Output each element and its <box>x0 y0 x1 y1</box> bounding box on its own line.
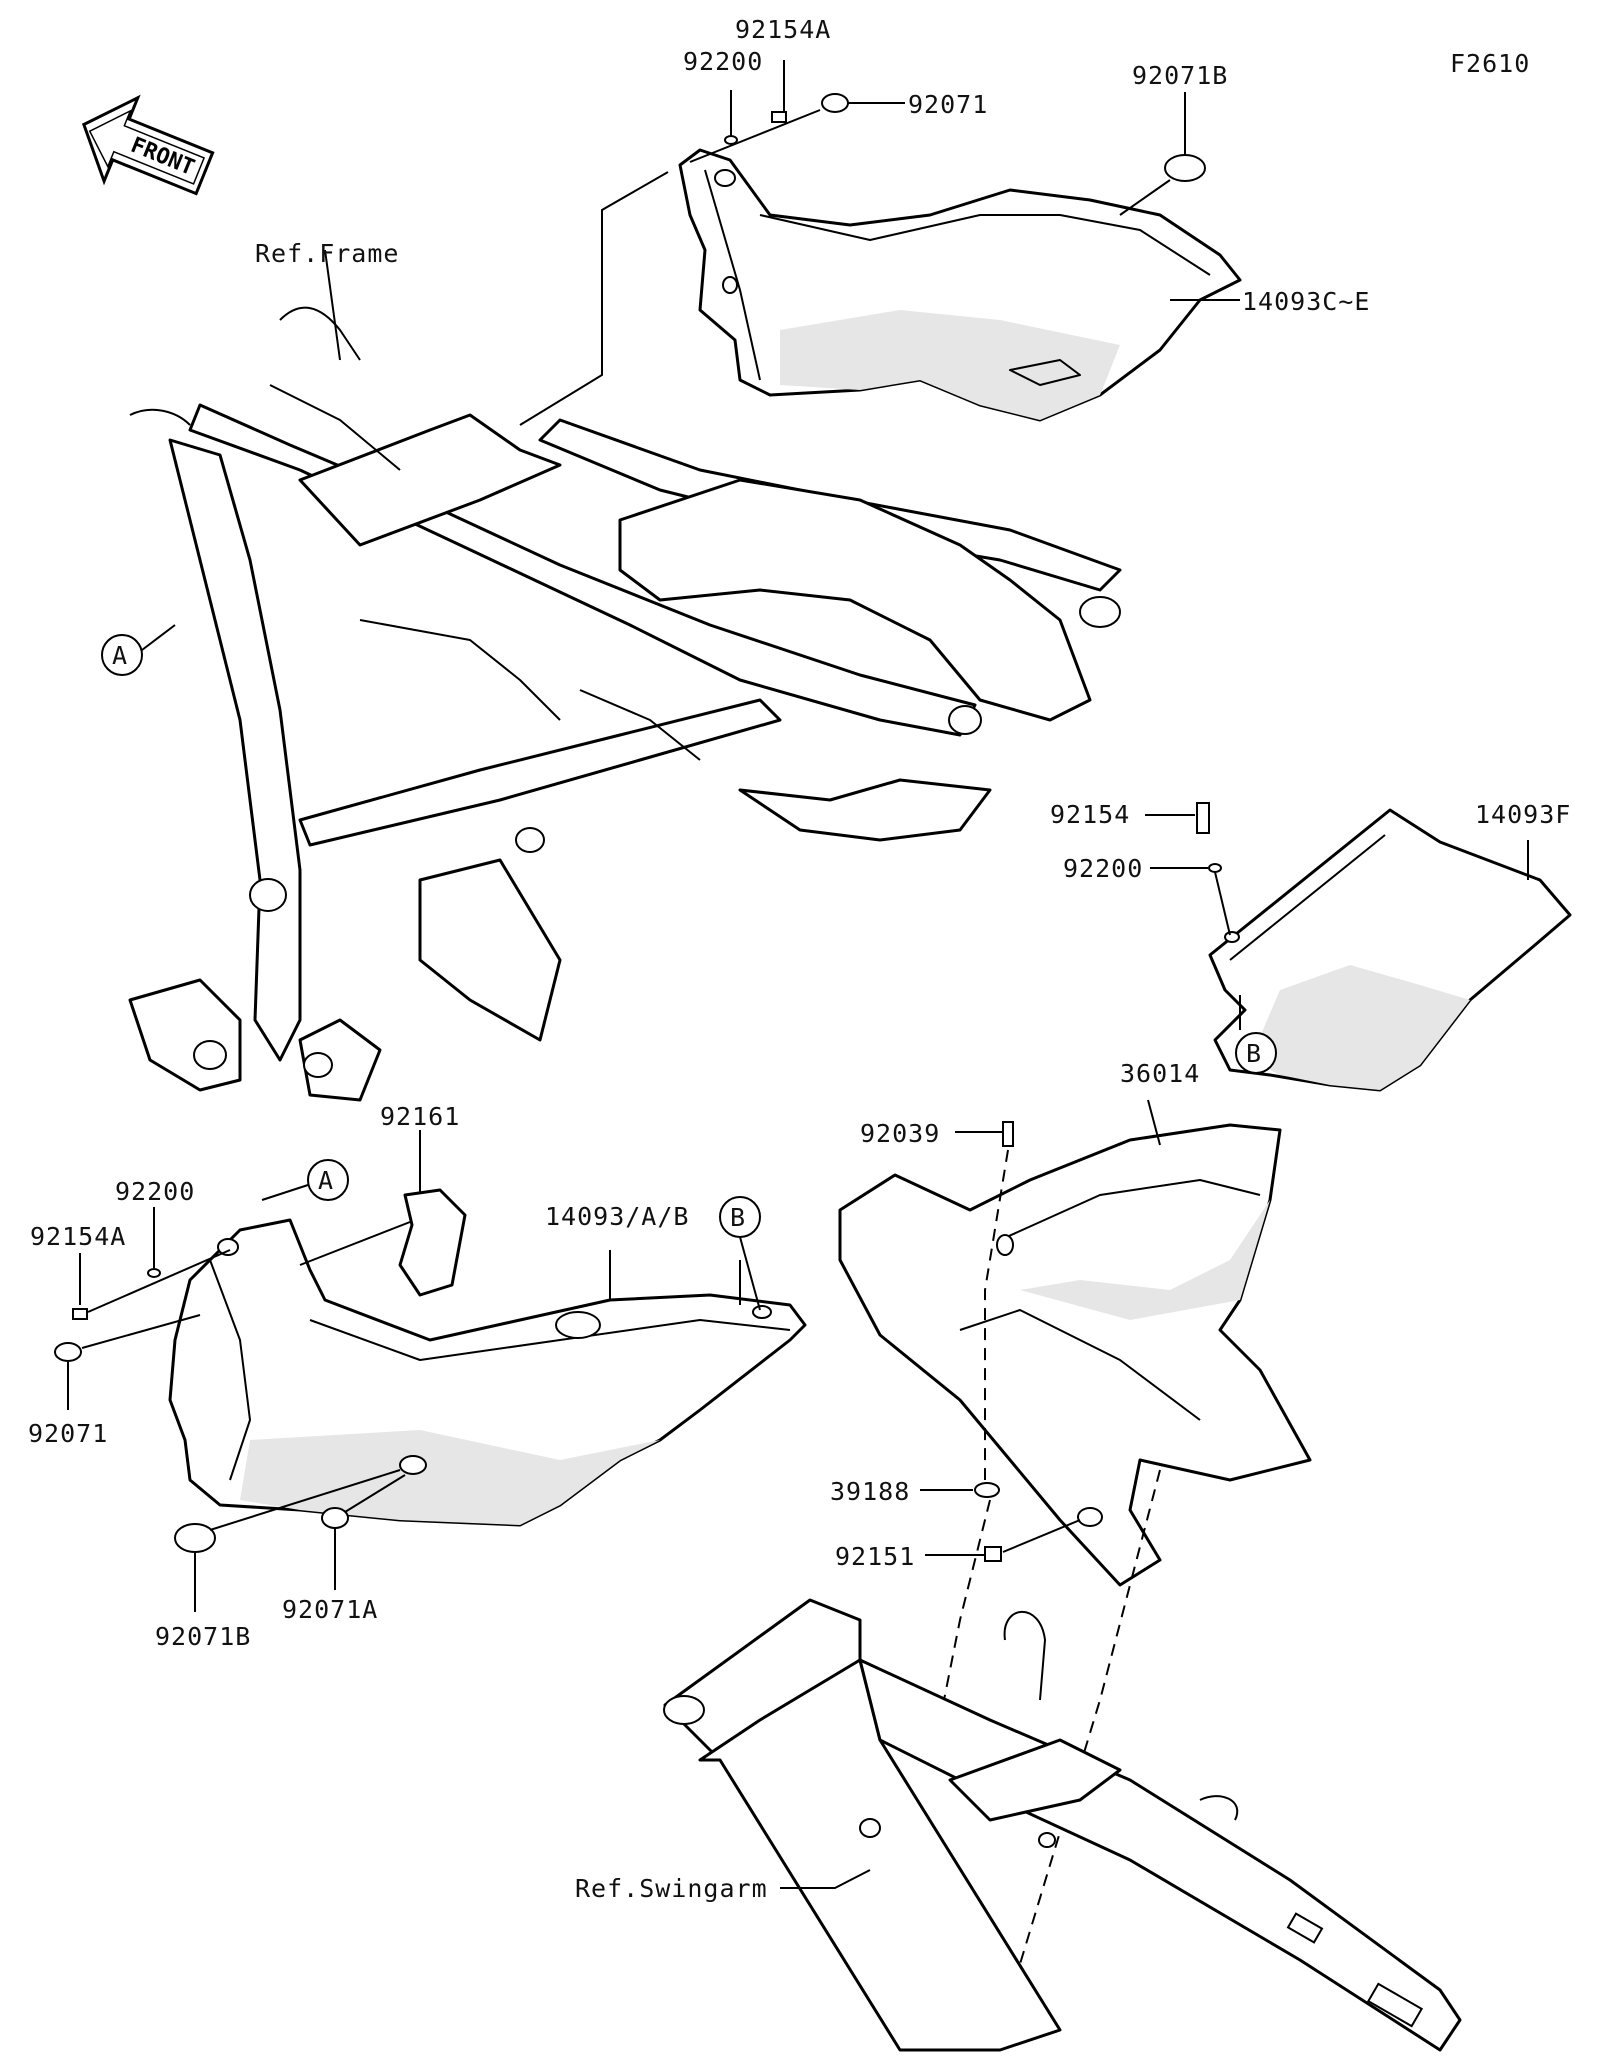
figure-id: F2610 <box>1450 49 1530 78</box>
swingarm <box>663 1598 1462 2052</box>
top-bolt-label: 92154A <box>735 15 831 44</box>
left-grommet-92071A <box>321 1507 349 1529</box>
top-grommet-b-label: 92071B <box>1132 61 1228 90</box>
left-bolt-92154A <box>72 1308 88 1320</box>
left-grommet-label: 92071 <box>28 1419 108 1448</box>
marker-b-right <box>1235 1032 1277 1074</box>
top-washer-label: 92200 <box>683 47 763 76</box>
front-arrow-icon: FRONT <box>81 94 215 196</box>
right-cover-label: 14093F <box>1475 800 1571 829</box>
fender-washer-label: 39188 <box>830 1477 910 1506</box>
top-bolt-92154A <box>771 60 787 123</box>
marker-a-frame-label: A <box>112 641 128 670</box>
marker-b-right-label: B <box>1246 1039 1262 1068</box>
marker-b-cover-label: B <box>730 1203 746 1232</box>
top-cover-label: 14093C~E <box>1242 287 1370 316</box>
top-grommet-92071B <box>1164 154 1206 182</box>
fender-label: 36014 <box>1120 1059 1200 1088</box>
fender-washer-39188 <box>974 1482 1000 1498</box>
top-grommet-label: 92071 <box>908 90 988 119</box>
ref-swingarm-label: Ref.Swingarm <box>575 1874 768 1903</box>
left-side-cover <box>168 1218 807 1527</box>
ref-frame-label: Ref.Frame <box>255 239 399 268</box>
fender-bolt-label: 92151 <box>835 1542 915 1571</box>
left-bolt-label: 92154A <box>30 1222 126 1251</box>
right-bolt-92154 <box>1196 802 1210 834</box>
left-washer-92200 <box>147 1268 161 1278</box>
marker-a-cover <box>307 1159 349 1201</box>
right-washer-92200 <box>1208 863 1222 873</box>
left-cover-label: 14093/A/B <box>545 1202 689 1231</box>
rear-fender <box>838 1123 1312 1587</box>
right-washer-label: 92200 <box>1063 854 1143 883</box>
left-pad-92161 <box>398 1188 467 1297</box>
top-grommet-92071 <box>821 93 849 113</box>
marker-a-frame <box>101 634 143 676</box>
right-side-cover <box>1208 808 1572 1092</box>
left-grommet-a-label: 92071A <box>282 1595 378 1624</box>
left-pad-label: 92161 <box>380 1102 460 1131</box>
fender-bolt-92151 <box>984 1546 1002 1562</box>
frame <box>128 306 1122 1102</box>
marker-a-cover-label: A <box>318 1166 334 1195</box>
top-washer-92200 <box>724 135 738 145</box>
right-bolt-label: 92154 <box>1050 800 1130 829</box>
left-grommet-b-label: 92071B <box>155 1622 251 1651</box>
fender-clip-label: 92039 <box>860 1119 940 1148</box>
left-washer-label: 92200 <box>115 1177 195 1206</box>
left-grommet-92071 <box>54 1342 82 1362</box>
top-side-cover <box>678 148 1242 422</box>
left-grommet-92071B <box>174 1523 216 1553</box>
fender-clip-92039 <box>1002 1121 1014 1147</box>
